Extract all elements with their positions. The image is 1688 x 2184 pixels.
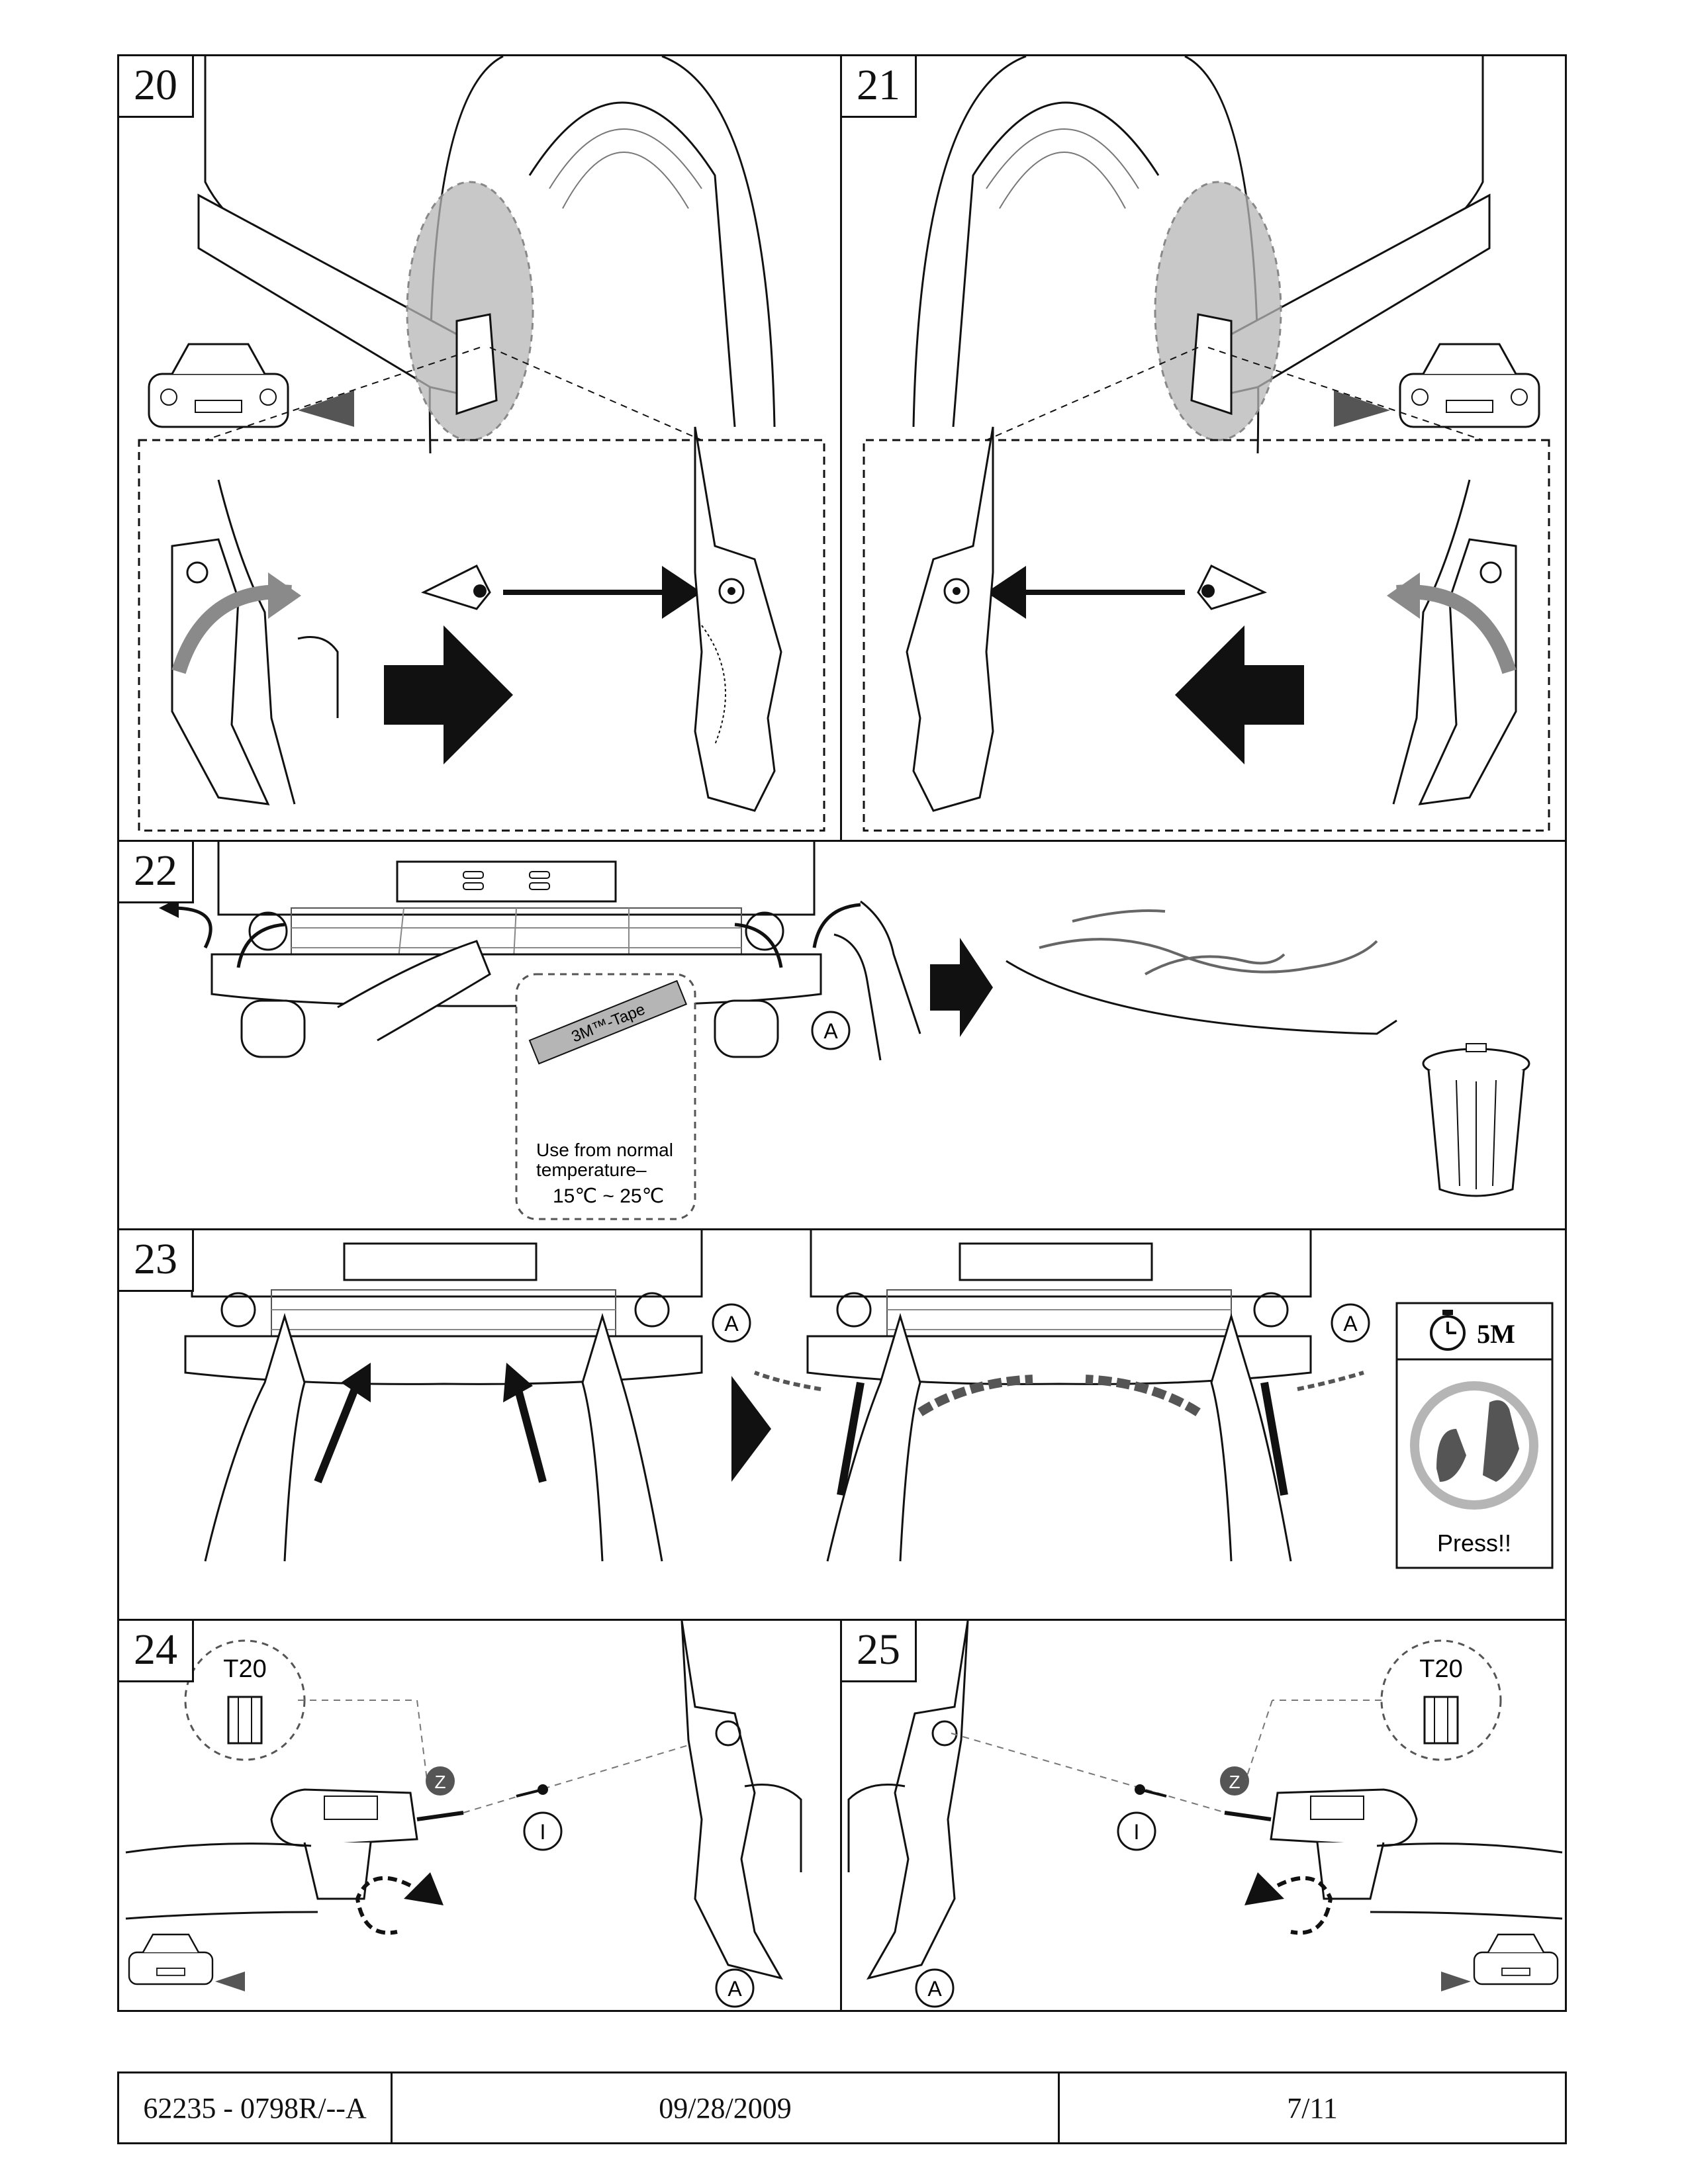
timer-label: 5M — [1477, 1319, 1515, 1349]
step-23-circle-a-right: A — [1343, 1312, 1358, 1336]
step-20-panel: 20 — [117, 54, 842, 842]
step-21-panel: 21 — [840, 54, 1567, 842]
step-25-panel: 25 A I Z T20 — [840, 1619, 1567, 2012]
car-front-icon — [128, 1933, 214, 1985]
step-23-illustration: A A — [184, 1230, 1554, 1569]
step-24-screw-label: I — [540, 1820, 546, 1844]
part-number: 62235 - 0798R/--A — [119, 2073, 393, 2142]
screw-icon — [516, 1784, 548, 1797]
document-date: 09/28/2009 — [393, 2073, 1060, 2142]
drill-icon — [270, 1788, 464, 1900]
torx-bit-icon — [227, 1696, 263, 1745]
step-25-screw-label: I — [1134, 1820, 1140, 1844]
step-22-number: 22 — [119, 842, 194, 903]
step-25-number: 25 — [842, 1621, 917, 1682]
step-21-illustration — [863, 56, 1550, 832]
step-23-panel: 23 A — [117, 1228, 1567, 1621]
temperature-range: 15℃ ~ 25℃ — [553, 1185, 664, 1207]
drill-icon — [1224, 1788, 1418, 1900]
step-23-number: 23 — [119, 1230, 194, 1292]
step-20-illustration — [138, 56, 825, 832]
step-22-illustration: 3M™-Tape Use from normal temperature– 15… — [159, 842, 1530, 1220]
step-23-circle-a-left: A — [724, 1312, 739, 1336]
step-24-panel: 24 T20 Z I — [117, 1619, 842, 2012]
temperature-note-line2: temperature– — [536, 1160, 647, 1180]
screw-icon — [1135, 1784, 1167, 1797]
timer-icon — [1430, 1310, 1466, 1351]
temperature-note-line1: Use from normal — [536, 1140, 673, 1160]
step-21-number: 21 — [842, 56, 917, 118]
step-22-circle-a: A — [823, 1019, 838, 1043]
step-24-tool-label: T20 — [223, 1655, 266, 1683]
step-20-number: 20 — [119, 56, 194, 118]
torx-bit-icon — [1423, 1696, 1459, 1745]
step-25-tool-label: T20 — [1419, 1655, 1462, 1683]
press-label: Press!! — [1437, 1529, 1511, 1557]
footer-table: 62235 - 0798R/--A 09/28/2009 7/11 — [117, 2071, 1567, 2144]
car-front-icon — [148, 343, 289, 428]
step-24-number: 24 — [119, 1621, 194, 1682]
step-25-illustration: A I Z T20 — [847, 1621, 1563, 2008]
trash-can-icon — [1422, 1043, 1530, 1197]
step-25-circle-a: A — [927, 1977, 942, 2001]
step-24-bit-label: Z — [434, 1772, 445, 1792]
press-hands-icon — [1410, 1381, 1538, 1510]
step-24-illustration: T20 Z I A — [125, 1621, 802, 2008]
step-24-circle-a: A — [727, 1977, 742, 2001]
step-25-bit-label: Z — [1229, 1772, 1240, 1792]
step-22-panel: 22 3M™-Tape Use from — [117, 840, 1567, 1230]
car-front-icon — [1473, 1933, 1559, 1985]
page-number: 7/11 — [1287, 2091, 1338, 2124]
